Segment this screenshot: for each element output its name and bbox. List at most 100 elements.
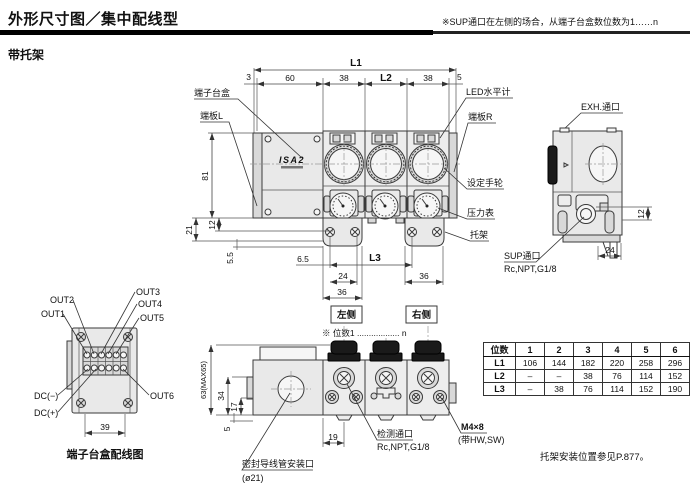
table-header-cell: 5 <box>631 342 661 357</box>
dim-60: 60 <box>285 73 295 83</box>
dim-38a: 38 <box>339 73 349 83</box>
bracket-position-note: 托架安装位置参见P.877。 <box>540 452 650 463</box>
label-left-side: 左侧 <box>336 309 356 321</box>
table-row: L1 106 144 182 220 258 296 <box>483 356 690 370</box>
label-bracket: 托架 <box>470 229 488 240</box>
table-header-row: 位数 1 2 3 4 5 6 <box>483 342 690 357</box>
sup-port-icon <box>576 204 596 224</box>
dim-l1: L1 <box>350 58 362 69</box>
table-cell: 144 <box>544 356 574 370</box>
label-right-side: 右侧 <box>411 309 431 321</box>
side-knob-shape <box>547 145 558 185</box>
table-header-cell: 4 <box>602 342 632 357</box>
table-cell: 106 <box>515 356 545 370</box>
table-header-cell: 1 <box>515 342 545 357</box>
label-end-plate-r: 端板R <box>468 111 493 122</box>
label-m4-note: (带HW,SW) <box>458 435 505 445</box>
product-mark: ISA2 <box>279 155 305 165</box>
dim-39: 39 <box>100 422 110 432</box>
dim-34: 34 <box>216 391 226 401</box>
title-underline-thin <box>433 31 690 34</box>
dim-5: 5 <box>457 72 462 82</box>
top-view: 左侧 右侧 ※ 位数1 .................. n <box>199 305 505 483</box>
table-row: L3 – 38 76 114 152 190 <box>483 382 690 396</box>
label-led-level: LED水平计 <box>466 86 511 97</box>
label-end-plate-l: 端板L <box>200 110 223 121</box>
table-row: L2 – – 38 76 114 152 <box>483 369 690 383</box>
dim-l2: L2 <box>380 73 392 84</box>
table-row-label: L1 <box>483 356 516 370</box>
label-dc-plus: DC(+) <box>34 408 58 418</box>
label-out3: OUT3 <box>136 287 160 297</box>
label-setting-handwheel: 设定手轮 <box>467 177 503 188</box>
dim-6-5: 6.5 <box>297 254 309 264</box>
unit-top-2 <box>364 340 408 416</box>
dim-24: 24 <box>338 271 348 281</box>
table-cell: 76 <box>573 382 603 396</box>
table-cell: 114 <box>602 382 632 396</box>
table-cell: 114 <box>631 369 661 383</box>
bracket-left-shape <box>322 217 363 247</box>
table-header-cell: 6 <box>660 342 690 357</box>
label-m4-screw: M4×8 <box>461 422 484 432</box>
label-detection-port: 检测通口 <box>377 428 413 439</box>
sensor-unit-2 <box>364 130 408 220</box>
table-header-cell: 位数 <box>483 342 516 357</box>
front-view: L1 3 60 38 L2 38 5 ISA2 <box>184 58 513 301</box>
table-cell: 220 <box>602 356 632 370</box>
table-cell: – <box>544 369 574 383</box>
table-cell: 76 <box>602 369 632 383</box>
label-terminal-box: 端子台盒 <box>194 87 230 98</box>
label-conduit: 密封导线管安装口 <box>242 458 314 469</box>
dim-12: 12 <box>207 220 217 230</box>
side-view: EXH.通口 12 24 <box>504 102 652 274</box>
table-cell: 152 <box>631 382 661 396</box>
label-pressure-gauge: 压力表 <box>467 207 494 218</box>
label-out4: OUT4 <box>138 299 162 309</box>
table-cell: – <box>515 369 545 383</box>
label-exh-port: EXH.通口 <box>581 102 620 112</box>
table-cell: 182 <box>573 356 603 370</box>
label-dc-minus: DC(−) <box>34 391 58 401</box>
table-row-label: L3 <box>483 382 516 396</box>
wiring-caption: 端子台盒配线图 <box>67 447 144 461</box>
header-note: ※SUP通口在左侧的场合，从端子台盒数位数为1……n <box>442 17 659 27</box>
end-plate-left-shape <box>252 132 263 219</box>
dim-3: 3 <box>246 72 251 82</box>
dim-63max65: 63(MAX65) <box>199 361 208 399</box>
wiring-diagram: OUT1 OUT2 OUT3 OUT4 OUT5 OUT6 DC(−) DC(+… <box>34 287 174 461</box>
dim-19: 19 <box>328 432 338 442</box>
label-out1: OUT1 <box>41 309 65 319</box>
label-out2: OUT2 <box>50 295 74 305</box>
dim-5-5: 5.5 <box>225 252 235 264</box>
label-detection-thread: Rc,NPT,G1/8 <box>377 442 430 452</box>
dim-l3: L3 <box>369 253 381 264</box>
table-cell: 152 <box>660 369 690 383</box>
title-underline-thick <box>0 30 433 35</box>
table-row-label: L2 <box>483 369 516 383</box>
label-sup-port: SUP通口 <box>504 251 541 261</box>
dim-36a: 36 <box>337 287 347 297</box>
dim-17: 17 <box>229 402 239 412</box>
stations-note: ※ 位数1 .................. n <box>322 328 407 338</box>
table-cell: 296 <box>660 356 690 370</box>
dim-side-12: 12 <box>636 209 646 219</box>
table-cell: 38 <box>573 369 603 383</box>
label-sup-thread: Rc,NPT,G1/8 <box>504 264 557 274</box>
dim-21: 21 <box>184 225 194 235</box>
right-side-box <box>405 305 438 324</box>
side-bracket-shape <box>562 234 621 243</box>
section-subtitle: 带托架 <box>8 48 45 62</box>
unit-top-3 <box>406 340 450 416</box>
bracket-right-shape <box>404 217 445 247</box>
dim-top-5: 5 <box>222 426 232 431</box>
table-header-cell: 3 <box>573 342 603 357</box>
table-header-cell: 2 <box>544 342 574 357</box>
table-cell: 190 <box>660 382 690 396</box>
dimensions-table: 位数 1 2 3 4 5 6 L1 106 144 182 220 258 29… <box>483 342 690 396</box>
dim-36b: 36 <box>419 271 429 281</box>
left-side-box <box>330 305 363 324</box>
table-cell: 38 <box>544 382 574 396</box>
corner-screws <box>76 332 133 408</box>
